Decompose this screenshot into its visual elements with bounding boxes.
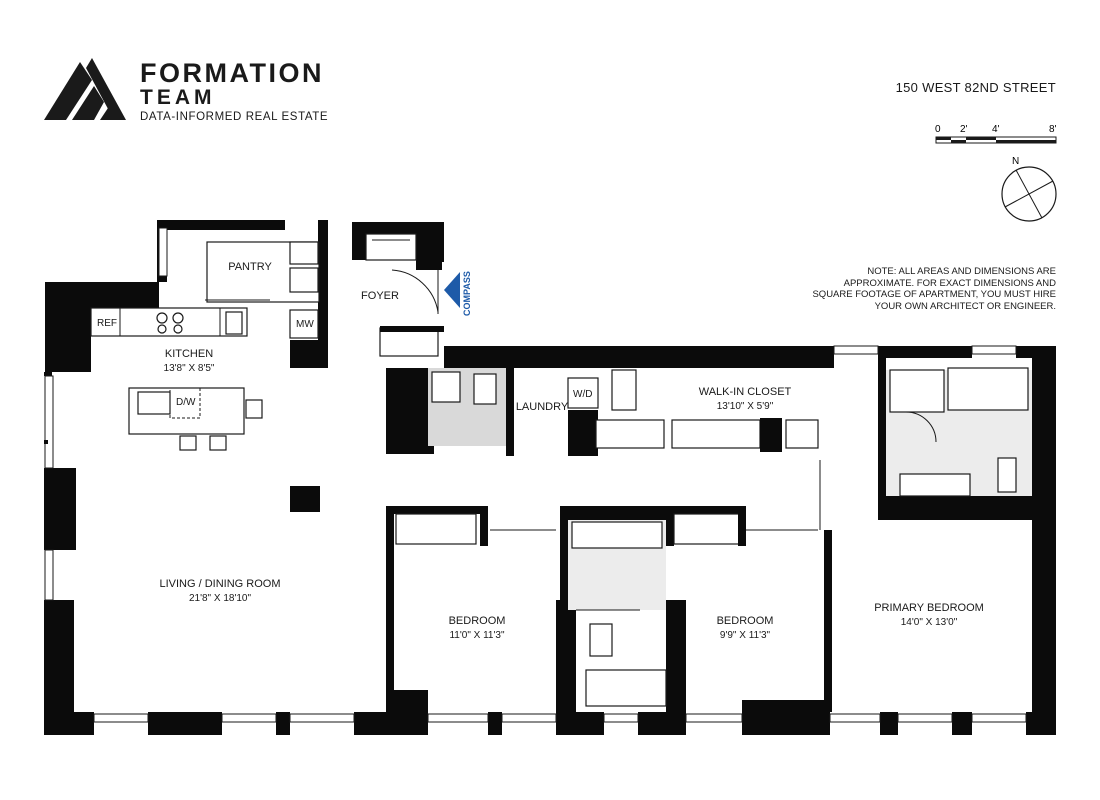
laundry-area: [567, 369, 637, 456]
bedroom-1-label: BEDROOM: [449, 615, 506, 627]
foyer-label: FOYER: [361, 290, 399, 302]
note-line-1: NOTE: ALL AREAS AND DIMENSIONS ARE: [867, 266, 1056, 277]
foyer-area: [365, 233, 460, 357]
disclaimer-note: NOTE: ALL AREAS AND DIMENSIONS ARE APPRO…: [812, 266, 1056, 312]
scale-tick-2: 2': [960, 124, 968, 135]
compass-rose: N: [1001, 156, 1057, 222]
scale-tick-8: 8': [1049, 124, 1057, 135]
living-label: LIVING / DINING ROOM: [159, 578, 280, 590]
walkin-label: WALK-IN CLOSET: [699, 386, 792, 398]
bedroom-1-area: [386, 506, 488, 690]
hall-bathroom: [386, 368, 514, 456]
walk-in-closet-area: [595, 418, 821, 530]
living-partition: [44, 440, 48, 444]
bedroom-2-label: BEDROOM: [717, 615, 774, 627]
primary-bedroom-label: PRIMARY BEDROOM: [874, 602, 984, 614]
primary-bedroom-dim: 14'0" X 13'0": [901, 617, 958, 628]
primary-bedroom-partition: [824, 530, 832, 712]
brand-tagline: DATA-INFORMED REAL ESTATE: [140, 111, 328, 123]
windows: [44, 227, 1027, 723]
wd-label: W/D: [573, 389, 592, 400]
kitchen-label: KITCHEN: [165, 348, 213, 360]
scale-tick-4: 4': [992, 124, 1000, 135]
brand-name-line1: FORMATION: [140, 58, 324, 88]
exterior-walls: [44, 220, 1056, 735]
address: 150 WEST 82ND STREET: [895, 80, 1056, 95]
kitchen-dim: 13'8" X 8'5": [164, 363, 215, 374]
brand-name-line2: TEAM: [140, 86, 216, 109]
shared-bathroom: [560, 506, 746, 707]
north-label: N: [1012, 156, 1019, 167]
entry-compass-label: COMPASS: [462, 271, 472, 316]
pantry-label: PANTRY: [228, 261, 272, 273]
note-line-3: SQUARE FOOTAGE OF APARTMENT, YOU MUST HI…: [812, 289, 1056, 300]
ref-label: REF: [97, 318, 117, 329]
walkin-dim: 13'10" X 5'9": [717, 401, 774, 412]
bedroom-1-dim: 11'0" X 11'3": [449, 630, 504, 641]
bedroom-2-dim: 9'9" X 11'3": [720, 630, 771, 641]
scale-bar: 0 2' 4' 8': [935, 124, 1057, 144]
living-dim: 21'8" X 18'10": [189, 593, 252, 604]
bedroom-2-area: [490, 506, 818, 546]
structural-column: [290, 486, 320, 512]
brand-logo: FORMATION TEAM DATA-INFORMED REAL ESTATE: [44, 58, 328, 123]
kitchen-area: [90, 241, 320, 451]
laundry-label: LAUNDRY: [516, 401, 569, 413]
note-line-2: APPROXIMATE. FOR EXACT DIMENSIONS AND: [843, 277, 1056, 289]
entry-arrow-icon: [444, 272, 460, 308]
primary-bathroom: [886, 367, 1032, 497]
mw-label: MW: [296, 319, 314, 330]
scale-tick-0: 0: [935, 124, 941, 135]
dw-label: D/W: [176, 397, 196, 408]
logo-mark: [44, 58, 126, 120]
note-line-4: YOUR OWN ARCHITECT OR ENGINEER.: [874, 300, 1056, 312]
